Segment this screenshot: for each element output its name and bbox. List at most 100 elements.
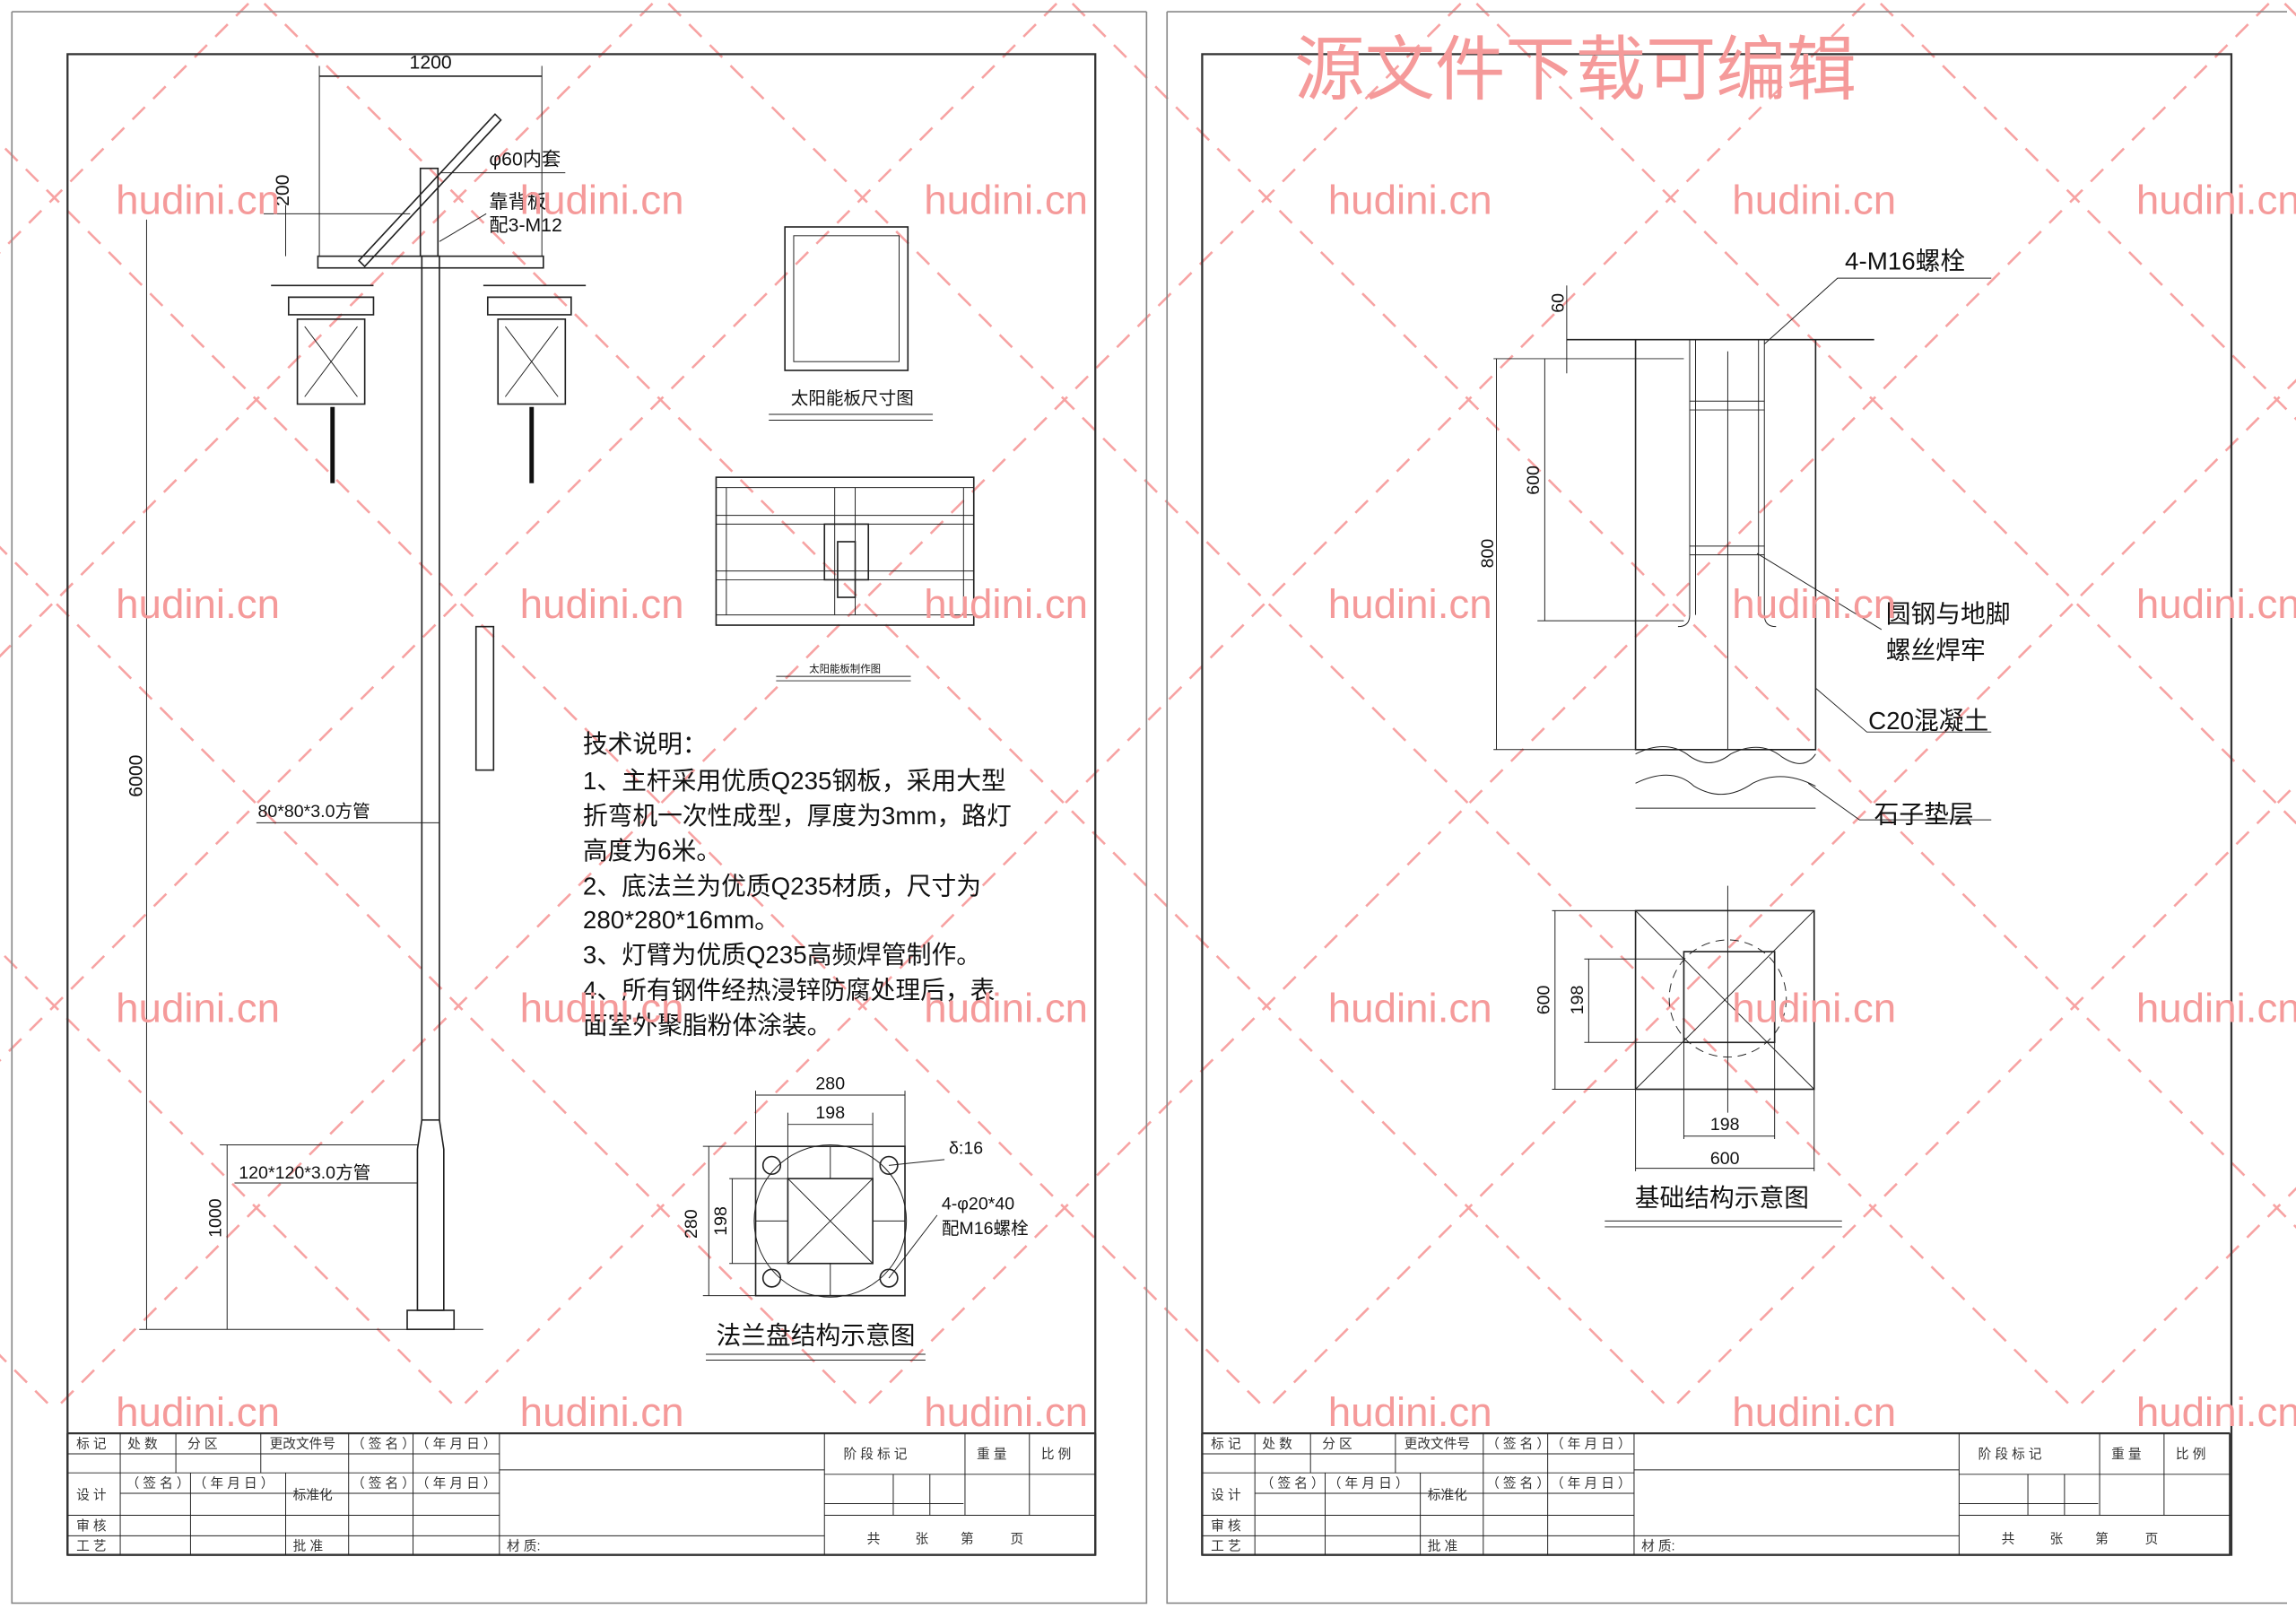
tb-count: 处 数 — [127, 1436, 158, 1451]
title-block: 标 记 处 数 分 区 更改文件号 （ 签 名 ） （ 年 月 日 ） 设 计 … — [66, 1431, 1097, 1556]
concrete-label: C20混凝土 — [1868, 707, 1988, 735]
tb-total: 共 — [867, 1532, 881, 1547]
watermark-dash-line — [0, 0, 51, 1407]
watermark-text: hudini.cn — [1732, 581, 1896, 627]
watermark-text: hudini.cn — [1328, 1389, 1492, 1435]
flange-dim-inner: 198 — [815, 1103, 845, 1123]
notes-title: 技术说明： — [583, 730, 708, 758]
watermark-text: hudini.cn — [116, 985, 280, 1031]
tb-sheets: 张 — [915, 1532, 928, 1547]
tb-material: 材 质: — [507, 1539, 541, 1554]
tb-stage-mark: 阶 段 标 记 — [1979, 1447, 2042, 1462]
note-line: 高度为6米。 — [583, 837, 721, 865]
watermark-text: hudini.cn — [116, 177, 280, 222]
flange-dim-outer-v: 280 — [682, 1209, 701, 1239]
label-upper-tube: 80*80*3.0方管 — [258, 802, 370, 822]
tb-sign: （ 签 名 ） — [1486, 1476, 1550, 1492]
tb-sign: （ 签 名 ） — [126, 1476, 190, 1492]
right-inner-frame — [1201, 53, 2233, 1556]
watermark-text: hudini.cn — [924, 581, 1088, 627]
label-inner-sleeve: φ60内套 — [489, 148, 561, 170]
watermark-text: hudini.cn — [2136, 581, 2296, 627]
solar-panel — [358, 113, 502, 268]
watermark-text: hudini.cn — [116, 1389, 280, 1435]
tb-change-doc: 更改文件号 — [1405, 1436, 1470, 1451]
tb-process: 工 艺 — [1211, 1539, 1240, 1554]
tb-sign: （ 签 名 ） — [1261, 1476, 1325, 1492]
note-line: 4、所有钢件经热浸锌防腐处理后，表 — [583, 976, 995, 1004]
tb-review: 审 核 — [1211, 1518, 1241, 1534]
tb-standardize: 标准化 — [1428, 1488, 1467, 1503]
right-outer-frame — [1166, 11, 2288, 1605]
note-line: 280*280*16mm。 — [583, 906, 779, 934]
watermark-dash-grid — [0, 0, 2296, 1408]
title-block: 标 记 处 数 分 区 更改文件号 （ 签 名 ） （ 年 月 日 ） 设 计 … — [1201, 1431, 2231, 1556]
tb-scale: 比 例 — [2176, 1447, 2205, 1462]
lamp-head-left — [296, 318, 366, 405]
plan-dim-inner-h: 198 — [1710, 1115, 1740, 1135]
panel-make-title: 太阳能板制作图 — [809, 662, 881, 674]
watermark-text: hudini.cn — [520, 1389, 684, 1435]
watermark-text: hudini.cn — [924, 1389, 1088, 1435]
watermark-text: hudini.cn — [1732, 1389, 1896, 1435]
tb-change-doc: 更改文件号 — [270, 1436, 335, 1451]
tb-approve: 批 准 — [1428, 1539, 1458, 1554]
tb-page-no: 第 — [961, 1531, 974, 1547]
label-backplate: 靠背板 — [489, 191, 546, 213]
title-block-right: 标 记 处 数 分 区 更改文件号 （ 签 名 ） （ 年 月 日 ） 设 计 … — [1201, 1431, 2231, 1556]
dim-depth: 800 — [1478, 539, 1498, 569]
dim-panel-height: 200 — [273, 175, 293, 206]
tb-sign: （ 签 名 ） — [352, 1476, 415, 1492]
tb-material: 材 质: — [1641, 1539, 1675, 1554]
right-sheet: 源文件下载可编辑 60 600 800 4-M16螺栓 圆钢与地脚 螺丝焊牢 C… — [1166, 11, 2288, 1605]
tb-page: 页 — [1011, 1533, 1024, 1547]
lamp-head-right — [497, 318, 567, 405]
flange-holes: 4-φ20*40 — [942, 1194, 1014, 1213]
watermark-text: hudini.cn — [924, 985, 1088, 1031]
watermark-text: hudini.cn — [1328, 177, 1492, 222]
tb-review: 审 核 — [76, 1518, 107, 1534]
watermark-text: hudini.cn — [1328, 985, 1492, 1031]
label-bolts: 配3-M12 — [489, 215, 561, 236]
tb-mark: 标 记 — [1211, 1436, 1241, 1451]
tb-process: 工 艺 — [76, 1539, 106, 1554]
foundation-section: 60 600 800 4-M16螺栓 圆钢与地脚 螺丝焊牢 C20混凝土 石子垫… — [1478, 247, 2010, 828]
label-lower-tube: 120*120*3.0方管 — [239, 1163, 370, 1183]
watermark-text: hudini.cn — [1732, 177, 1896, 222]
weld-note-1: 圆钢与地脚 — [1886, 600, 2011, 628]
note-line: 折弯机一次性成型，厚度为3mm，路灯 — [583, 802, 1012, 830]
watermark-text: hudini.cn — [2136, 985, 2296, 1031]
tb-zone: 分 区 — [187, 1436, 217, 1451]
watermark-text: hudini.cn — [520, 581, 684, 627]
flange-title: 法兰盘结构示意图 — [716, 1322, 915, 1350]
tb-date: （ 年 月 日 ） — [1551, 1436, 1631, 1451]
dim-lower-height: 1000 — [206, 1198, 226, 1238]
flange-bolts: 配M16螺栓 — [942, 1219, 1029, 1239]
side-bracket — [474, 625, 495, 771]
tb-mark: 标 记 — [76, 1436, 107, 1451]
watermark-text: hudini.cn — [520, 985, 684, 1031]
tb-design: 设 计 — [1211, 1488, 1241, 1503]
technical-notes: 技术说明： 1、主杆采用优质Q235钢板，采用大型 折弯机一次性成型，厚度为3m… — [583, 730, 1012, 1039]
watermark-text: hudini.cn — [520, 177, 684, 222]
panel-size-title: 太阳能板尺寸图 — [791, 389, 914, 409]
dim-top: 60 — [1549, 293, 1569, 313]
watermark-text: hudini.cn — [2136, 177, 2296, 222]
bolts-label: 4-M16螺栓 — [1845, 247, 1965, 274]
flange-thickness: δ:16 — [949, 1138, 983, 1158]
note-line: 1、主杆采用优质Q235钢板，采用大型 — [583, 767, 1006, 795]
gravel-label: 石子垫层 — [1874, 800, 1974, 828]
tb-sign: （ 签 名 ） — [352, 1436, 415, 1451]
note-line: 面室外聚脂粉体涂装。 — [583, 1011, 832, 1039]
tb-date: （ 年 月 日 ） — [1328, 1476, 1409, 1492]
tb-scale: 比 例 — [1041, 1447, 1071, 1462]
tb-approve: 批 准 — [293, 1539, 324, 1554]
flange-figure: 280 198 280 198 δ:16 4-φ20*40 配M16螺栓 法兰盘… — [682, 1074, 1029, 1361]
upper-pole — [421, 255, 440, 1121]
tb-date: （ 年 月 日 ） — [416, 1476, 497, 1492]
tb-sign: （ 签 名 ） — [1486, 1436, 1550, 1451]
tb-total: 共 — [2002, 1532, 2015, 1547]
watermark-text: hudini.cn — [116, 581, 280, 627]
base-flange — [406, 1309, 456, 1331]
